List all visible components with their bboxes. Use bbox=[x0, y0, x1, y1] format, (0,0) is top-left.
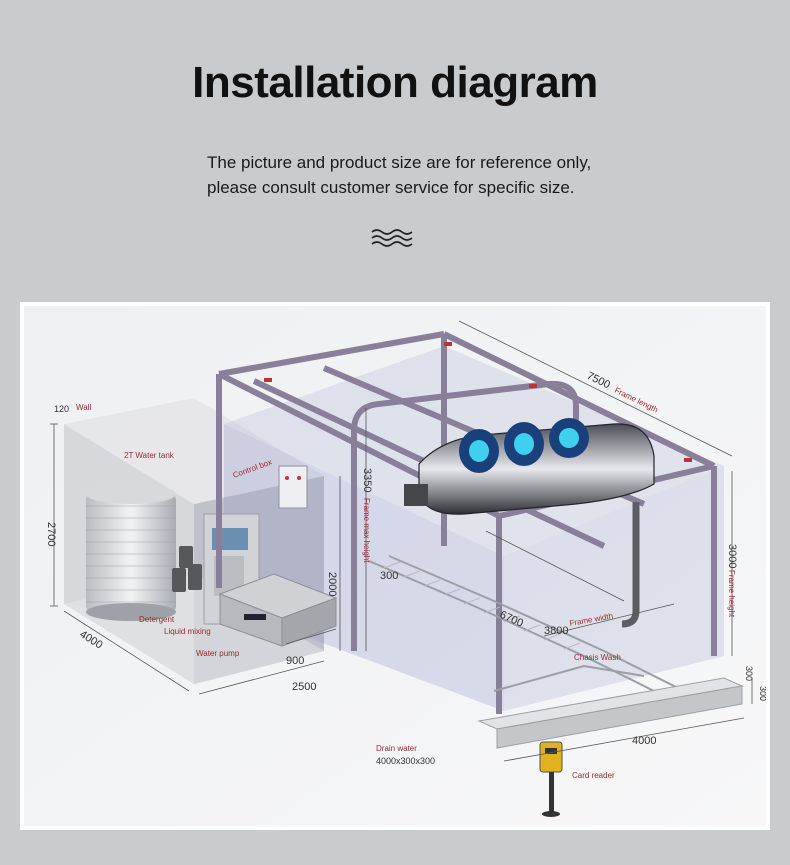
frame-width-value: 3800 bbox=[544, 625, 568, 637]
drain-trench bbox=[477, 677, 744, 749]
drain-width-value: 300 bbox=[744, 666, 754, 681]
frame-max-height-value: 3350 bbox=[361, 468, 373, 492]
card-reader bbox=[539, 741, 563, 817]
frame-height-value: 3000 bbox=[726, 544, 738, 568]
water-tank bbox=[86, 484, 176, 621]
floor-tracks bbox=[368, 555, 695, 702]
chasis-wash-label: Chasis Wash bbox=[574, 653, 621, 662]
drain-length-value: 4000 bbox=[632, 735, 656, 747]
installation-diagram: 120 Wall 2700 2T Water tank Control box … bbox=[24, 306, 766, 826]
wave-divider-icon bbox=[371, 229, 413, 247]
diagram-frame: 120 Wall 2700 2T Water tank Control box … bbox=[20, 302, 770, 830]
detergent-label: Detergent bbox=[139, 615, 175, 624]
room-height-value: 2700 bbox=[45, 522, 57, 546]
equipment-width-value: 900 bbox=[286, 655, 304, 667]
card-reader-label: Card reader bbox=[572, 771, 615, 780]
subtitle-line-2: please consult customer service for spec… bbox=[207, 178, 575, 197]
liquid-mixing-label: Liquid mixing bbox=[164, 627, 211, 636]
subtitle-line-1: The picture and product size are for ref… bbox=[207, 153, 592, 172]
track-width-value: 300 bbox=[380, 570, 398, 582]
drain-height-value: 300 bbox=[758, 686, 766, 701]
room-width-value: 2500 bbox=[292, 681, 316, 693]
drain-water-label: Drain water bbox=[376, 744, 417, 753]
liquid-mixing-unit bbox=[218, 573, 338, 647]
water-pump-label: Water pump bbox=[196, 649, 240, 658]
frame-max-height-label: Frame max height bbox=[362, 498, 371, 563]
dimension-lines bbox=[50, 320, 753, 762]
wall-thickness-value: 120 bbox=[54, 404, 69, 414]
control-box bbox=[278, 465, 308, 509]
page-title: Installation diagram bbox=[192, 58, 598, 107]
water-tank-label: 2T Water tank bbox=[124, 451, 175, 460]
frame-height-label: Frame height bbox=[727, 570, 736, 618]
page-subtitle: The picture and product size are for ref… bbox=[207, 150, 627, 200]
wall-label: Wall bbox=[76, 403, 91, 412]
brush-carriage bbox=[404, 418, 655, 628]
detergent-barrels bbox=[172, 546, 202, 592]
drain-size-value: 4000x300x300 bbox=[376, 756, 435, 766]
room-height-2-value: 2000 bbox=[326, 572, 338, 596]
frame-gate bbox=[351, 380, 579, 651]
